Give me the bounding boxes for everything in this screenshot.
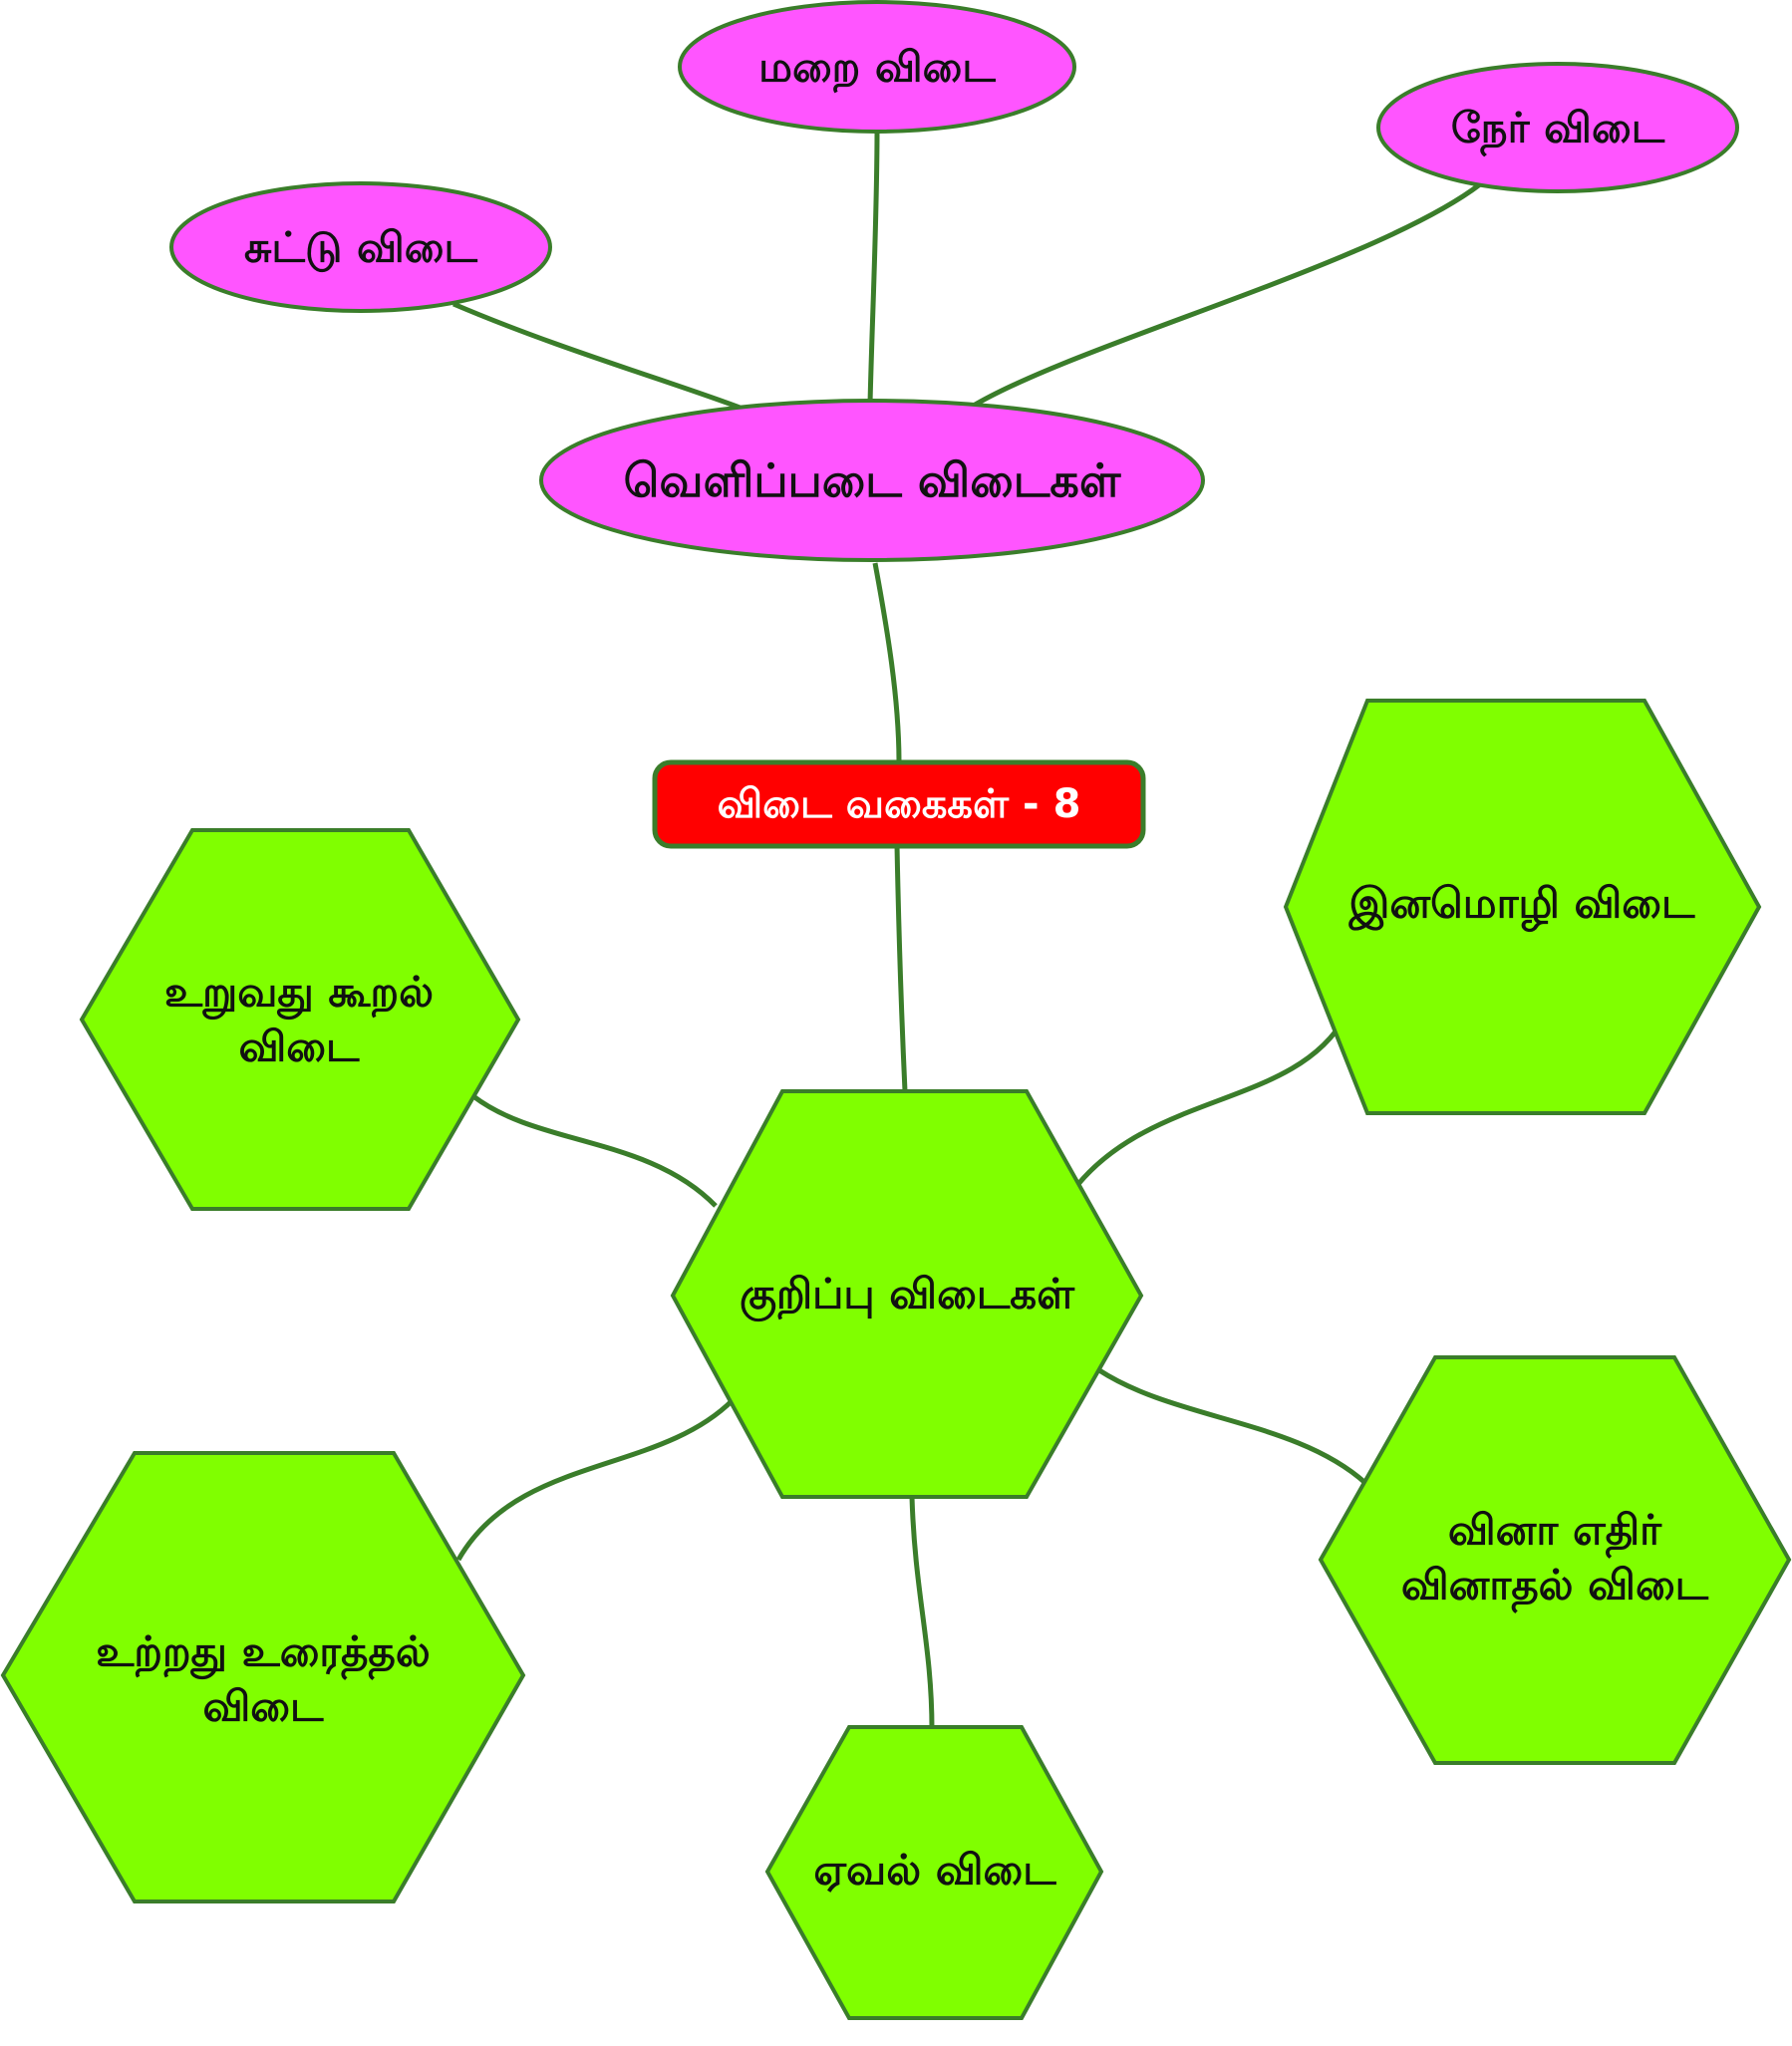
- utrathu-uraiththal-vidai-line-2: விடை: [203, 1682, 325, 1731]
- utrathu-uraiththal-vidai-hexagon: [0, 1451, 526, 1903]
- ner-vidai-node: நேர் விடை: [1376, 62, 1739, 193]
- connector-implicit-to-vina: [1097, 1367, 1367, 1485]
- inamozhi-vidai-node: இனமொழி விடை: [1283, 699, 1762, 1115]
- uruvathu-kooral-vidai-node: உறுவது கூறல் விடை: [79, 828, 521, 1211]
- uruvathu-kooral-vidai-line-1: உறுவது கூறல்: [164, 968, 434, 1021]
- root-label: விடை வகைகள் - 8: [718, 781, 1081, 827]
- connector-implicit-to-utrathu: [455, 1398, 735, 1562]
- connector-root-to-implicit: [894, 844, 908, 1092]
- vina-ethir-vinathal-vidai-line-1: வினா எதிர்: [1448, 1506, 1662, 1560]
- vina-ethir-vinathal-vidai-line-2: வினாதல் விடை: [1401, 1561, 1709, 1614]
- inamozhi-vidai-line-1: இனமொழி விடை: [1348, 879, 1696, 933]
- connector-explicit-to-suttu: [452, 301, 744, 412]
- connector-implicit-to-eval: [909, 1496, 935, 1730]
- utrathu-uraiththal-vidai-node: உற்றது உரைத்தல் விடை: [0, 1451, 526, 1903]
- inamozhi-vidai-hexagon: [1283, 699, 1762, 1115]
- uruvathu-kooral-vidai-line-2: விடை: [239, 1023, 361, 1071]
- explicit-answers-label: வெளிப்படை விடைகள்: [624, 453, 1121, 507]
- ner-vidai-label: நேர் விடை: [1451, 104, 1665, 157]
- utrathu-uraiththal-vidai-line-1: உற்றது உரைத்தல்: [96, 1627, 430, 1681]
- marai-vidai-label: மறை விடை: [758, 43, 996, 94]
- connectors: [452, 129, 1482, 1730]
- ner-vidai-ellipse: [1376, 62, 1739, 193]
- uruvathu-kooral-vidai-hexagon: [79, 828, 521, 1211]
- marai-vidai-ellipse: [678, 0, 1076, 134]
- root-node: விடை வகைகள் - 8: [652, 759, 1146, 849]
- connector-explicit-to-marai: [867, 129, 880, 405]
- marai-vidai-node: மறை விடை: [678, 0, 1076, 134]
- eval-vidai-line-1: ஏவல் விடை: [813, 1846, 1056, 1895]
- connector-root-to-explicit: [872, 562, 902, 763]
- implicit-answers-hexagon: [670, 1089, 1144, 1499]
- suttu-vidai-ellipse: [169, 181, 552, 313]
- implicit-answers-label: குறிப்பு விடைகள்: [740, 1270, 1075, 1322]
- root-box: [652, 759, 1146, 849]
- implicit-answers-node: குறிப்பு விடைகள்: [670, 1089, 1144, 1499]
- suttu-vidai-node: சுட்டு விடை: [169, 181, 552, 313]
- explicit-answers-ellipse: [539, 399, 1205, 562]
- connector-implicit-to-inamozhi: [1076, 1015, 1348, 1186]
- eval-vidai-hexagon: [764, 1725, 1104, 2020]
- eval-vidai-node: ஏவல் விடை: [764, 1725, 1104, 2020]
- explicit-answers-node: வெளிப்படை விடைகள்: [539, 399, 1205, 562]
- vina-ethir-vinathal-vidai-hexagon: [1318, 1355, 1792, 1765]
- vina-ethir-vinathal-vidai-node: வினா எதிர் வினாதல் விடை: [1318, 1355, 1792, 1765]
- connector-explicit-to-ner: [970, 182, 1482, 410]
- connector-implicit-to-uruvathu: [471, 1094, 718, 1208]
- suttu-vidai-label: சுட்டு விடை: [244, 223, 477, 273]
